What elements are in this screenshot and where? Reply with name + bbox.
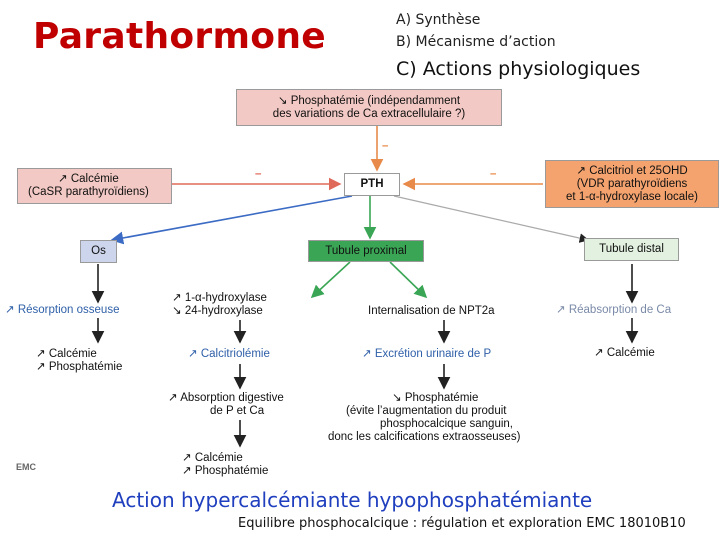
minus-top: – bbox=[382, 140, 389, 152]
calcitriolemie-text: ↗ Calcitriolémie bbox=[188, 348, 270, 360]
hydroxylase-line-2: ↘ 24-hydroxylase bbox=[172, 305, 263, 317]
absorption-line-2: de P et Ca bbox=[210, 405, 265, 417]
calcitriol-box: ↗ Calcitriol et 25OHD (VDR parathyroïdie… bbox=[545, 160, 719, 208]
emc-logo: EMC bbox=[16, 462, 36, 472]
final-result-line-1: ↗ Calcémie bbox=[182, 452, 243, 464]
os-result-line-1: ↗ Calcémie bbox=[36, 348, 97, 360]
reabsorption-text: ↗ Réabsorption de Ca bbox=[556, 304, 672, 316]
phosphatemie-line-2: (évite l’augmentation du produit bbox=[346, 405, 507, 417]
phosphatemie-line-3: phosphocalcique sanguin, bbox=[380, 418, 513, 430]
calcemia-line-1: ↗ Calcémie bbox=[58, 173, 119, 185]
footer-summary: Action hypercalcémiante hypophosphatémia… bbox=[112, 488, 593, 512]
phosphatemia-line-1: ↘ Phosphatémie (indépendamment bbox=[277, 94, 461, 107]
arrow-tp-hydroxylase bbox=[310, 261, 351, 299]
nav-item-mecanisme[interactable]: B) Mécanisme d’action bbox=[396, 34, 556, 50]
pth-label: PTH bbox=[360, 178, 384, 190]
internalisation-text: Internalisation de NPT2a bbox=[368, 305, 495, 317]
pth-box: PTH bbox=[344, 173, 400, 196]
os-result-line-2: ↗ Phosphatémie bbox=[36, 361, 123, 373]
nav-item-actions[interactable]: C) Actions physiologiques bbox=[396, 58, 641, 80]
phosphatemie-line-1: ↘ Phosphatémie bbox=[392, 392, 479, 404]
calcitriol-line-3: et 1-α-hydroxylase locale) bbox=[566, 190, 698, 203]
footer-reference: Equilibre phosphocalcique : régulation e… bbox=[238, 516, 686, 531]
tubule-proximal-box: Tubule proximal bbox=[308, 240, 424, 262]
tubule-proximal-label: Tubule proximal bbox=[325, 244, 407, 257]
calcitriol-line-1: ↗ Calcitriol et 25OHD bbox=[576, 164, 688, 177]
phosphatemia-box: ↘ Phosphatémie (indépendamment des varia… bbox=[236, 89, 502, 126]
arrow-pth-tubule-distal bbox=[393, 195, 590, 243]
minus-left: – bbox=[255, 168, 262, 180]
minus-right: – bbox=[490, 168, 497, 180]
phosphatemie-line-4: donc les calcifications extraosseuses) bbox=[328, 431, 521, 443]
arrow-tp-internalisation bbox=[389, 261, 428, 299]
final-result-line-2: ↗ Phosphatémie bbox=[182, 465, 269, 477]
calcemia-box: ↗ Calcémie (CaSR parathyroïdiens) bbox=[17, 168, 172, 204]
distal-result-text: ↗ Calcémie bbox=[594, 347, 655, 359]
absorption-line-1: ↗ Absorption digestive bbox=[168, 392, 284, 404]
calcitriol-line-2: (VDR parathyroïdiens bbox=[576, 177, 688, 190]
tubule-distal-label: Tubule distal bbox=[599, 243, 664, 255]
hydroxylase-line-1: ↗ 1-α-hydroxylase bbox=[172, 292, 267, 304]
os-label: Os bbox=[91, 245, 106, 257]
calcemia-line-2: (CaSR parathyroïdiens) bbox=[28, 186, 149, 198]
resorption-text: ↗ Résorption osseuse bbox=[5, 304, 120, 316]
slide-title: Parathormone bbox=[33, 16, 326, 57]
os-box: Os bbox=[80, 240, 117, 263]
arrow-pth-os bbox=[110, 195, 353, 245]
phosphatemia-line-2: des variations de Ca extracellulaire ?) bbox=[272, 107, 466, 120]
nav-item-synthese[interactable]: A) Synthèse bbox=[396, 12, 481, 28]
excretion-text: ↗ Excrétion urinaire de P bbox=[362, 348, 492, 360]
tubule-distal-box: Tubule distal bbox=[584, 238, 679, 261]
